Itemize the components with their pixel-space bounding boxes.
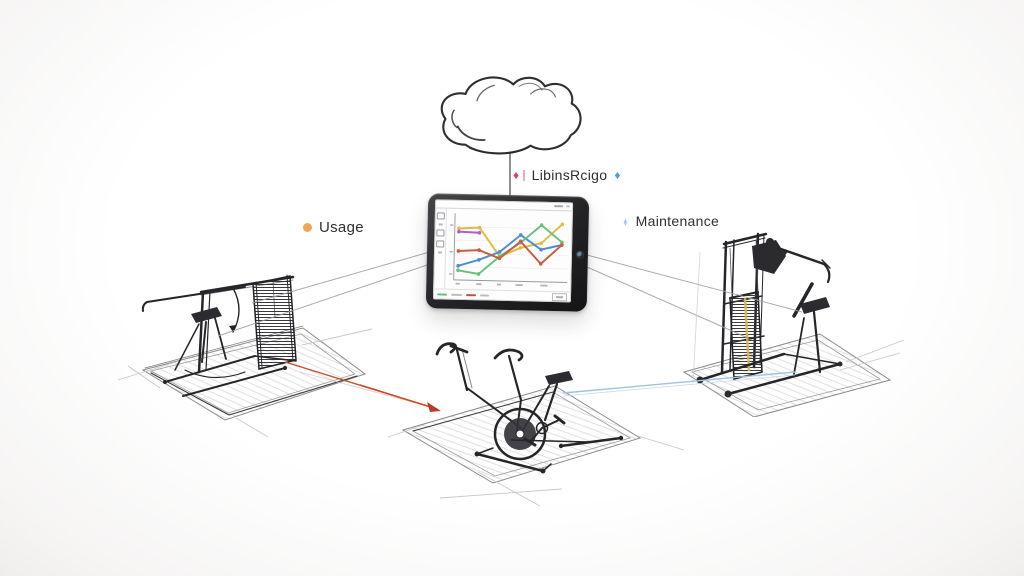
rail-scribble bbox=[437, 251, 442, 254]
weight-stack bbox=[252, 274, 297, 370]
seat-assembly bbox=[174, 307, 227, 371]
tablet-camera-icon bbox=[576, 251, 584, 258]
legend-mini-box bbox=[551, 293, 568, 302]
toolbar-scribble bbox=[554, 205, 564, 208]
rail-scribble bbox=[438, 223, 443, 226]
pink-tick-mark bbox=[523, 169, 525, 181]
chart-axes bbox=[453, 213, 568, 283]
chart-legend bbox=[432, 288, 572, 303]
legend-label-scribble bbox=[479, 294, 490, 297]
orange-dot-icon bbox=[303, 223, 312, 232]
red-diamond-icon: ♦ bbox=[513, 168, 520, 182]
cloud-icon bbox=[440, 76, 582, 155]
tablet-chart bbox=[445, 209, 573, 292]
bike-handlebars bbox=[435, 342, 524, 402]
legend-swatch-red bbox=[465, 293, 477, 297]
bike-flywheel bbox=[493, 407, 566, 461]
legend-label-scribble bbox=[451, 293, 463, 296]
toolbar-scribble bbox=[566, 205, 571, 208]
cloud-label: LibinsRcigo bbox=[531, 167, 608, 183]
blue-leaf-icon: ♦ bbox=[623, 213, 628, 229]
cloud-to-tablet-line bbox=[509, 150, 511, 197]
maintenance-label-row: ♦ Maintenance bbox=[622, 213, 719, 229]
tablet-dashboard bbox=[425, 193, 590, 312]
usage-label-row: Usage bbox=[303, 219, 364, 236]
multi-gym-sketch bbox=[682, 232, 892, 417]
rail-icon bbox=[436, 212, 445, 220]
tablet-screen bbox=[432, 199, 574, 303]
cloud-label-row: ♦ LibinsRcigo ♦ bbox=[513, 167, 620, 183]
cable-machine-sketch bbox=[141, 274, 367, 421]
usage-label: Usage bbox=[319, 219, 364, 236]
exercise-bike-sketch bbox=[401, 342, 642, 484]
rail-icon bbox=[435, 240, 444, 248]
rail-icon bbox=[435, 229, 445, 237]
chart-series bbox=[456, 222, 565, 276]
maintenance-label: Maintenance bbox=[635, 213, 720, 229]
axis-tick-scribbles bbox=[449, 224, 548, 287]
floor-mat-left bbox=[141, 325, 367, 421]
legend-swatch-green bbox=[437, 293, 448, 296]
bike-base bbox=[474, 435, 624, 474]
pulley-arm bbox=[752, 238, 831, 284]
blue-diamond-icon: ♦ bbox=[614, 168, 621, 182]
